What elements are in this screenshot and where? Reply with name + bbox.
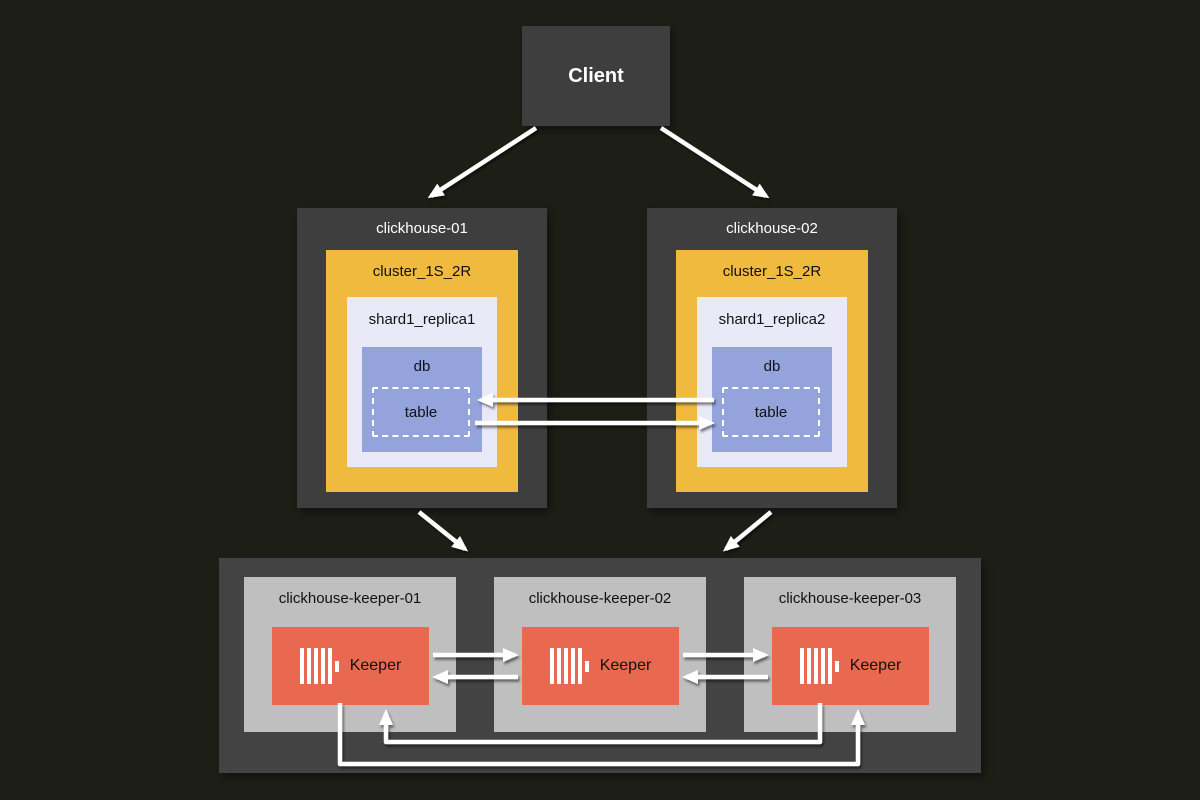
keeper-service-box: Keeper <box>272 627 429 705</box>
table-box: table <box>722 387 820 437</box>
arrow-clickhouse-02-to-keepers <box>722 510 773 552</box>
keeper-service-box: Keeper <box>522 627 679 705</box>
replica-label: shard1_replica2 <box>718 311 826 328</box>
cluster-label: cluster_1S_2R <box>722 263 822 280</box>
keeper-service-box: Keeper <box>772 627 929 705</box>
arrow-clickhouse-01-to-keepers <box>417 510 469 552</box>
server-node-clickhouse-02: clickhouse-02 cluster_1S_2R shard1_repli… <box>647 208 897 508</box>
server-node-clickhouse-01: clickhouse-01 cluster_1S_2R shard1_repli… <box>297 208 547 508</box>
clickhouse-logo-icon <box>549 646 589 686</box>
db-label: db <box>413 358 431 375</box>
server-hostname: clickhouse-02 <box>726 220 818 237</box>
db-box: db table <box>712 347 832 452</box>
replica-box: shard1_replica2 db table <box>697 297 847 467</box>
replica-box: shard1_replica1 db table <box>347 297 497 467</box>
client-label: Client <box>568 64 624 87</box>
table-box: table <box>372 387 470 437</box>
db-box: db table <box>362 347 482 452</box>
keeper-cluster-container: clickhouse-keeper-01 Keeper clickhouse-k… <box>219 558 981 773</box>
table-label: table <box>754 403 788 421</box>
keeper-node-02: clickhouse-keeper-02 Keeper <box>494 577 706 732</box>
clickhouse-logo-icon <box>799 646 839 686</box>
arrow-client-to-clickhouse-02 <box>659 126 770 199</box>
arrow-client-to-clickhouse-01 <box>427 126 538 199</box>
keeper-hostname: clickhouse-keeper-02 <box>528 590 672 607</box>
keeper-hostname: clickhouse-keeper-03 <box>778 590 922 607</box>
keeper-hostname: clickhouse-keeper-01 <box>278 590 422 607</box>
table-label: table <box>404 403 438 421</box>
cluster-label: cluster_1S_2R <box>372 263 472 280</box>
cluster-box: cluster_1S_2R shard1_replica2 db table <box>676 250 868 492</box>
db-label: db <box>763 358 781 375</box>
cluster-box: cluster_1S_2R shard1_replica1 db table <box>326 250 518 492</box>
keeper-service-label: Keeper <box>849 657 902 674</box>
replica-label: shard1_replica1 <box>368 311 476 328</box>
keeper-service-label: Keeper <box>349 657 402 674</box>
keeper-node-03: clickhouse-keeper-03 Keeper <box>744 577 956 732</box>
client-node: Client <box>522 26 670 126</box>
clickhouse-logo-icon <box>299 646 339 686</box>
server-hostname: clickhouse-01 <box>376 220 468 237</box>
keeper-service-label: Keeper <box>599 657 652 674</box>
keeper-node-01: clickhouse-keeper-01 Keeper <box>244 577 456 732</box>
